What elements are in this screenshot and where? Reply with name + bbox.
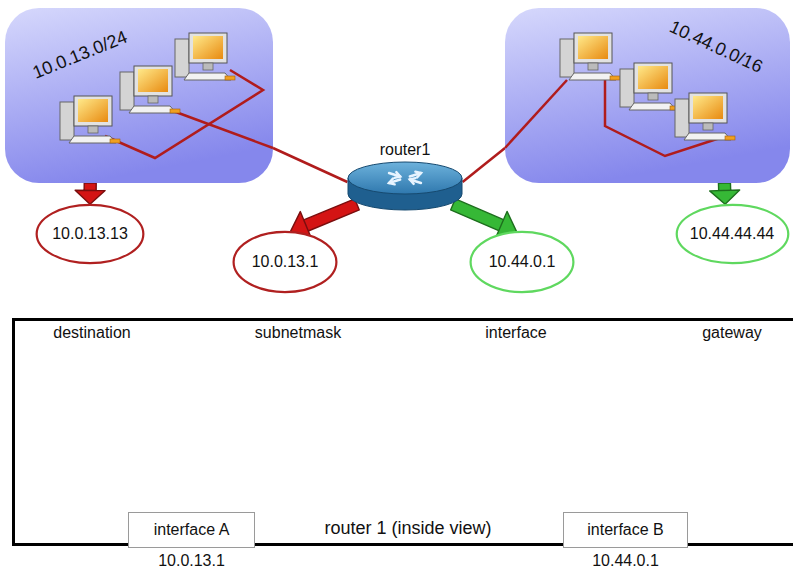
interface-name: interface A xyxy=(154,521,230,539)
computer-icon xyxy=(60,96,120,143)
ip-address: 10.0.13.1 xyxy=(158,552,225,570)
routing-table-box: router 1 (inside view) interface A10.0.13… xyxy=(12,318,793,546)
column-header: gateway xyxy=(702,324,762,342)
router-top xyxy=(348,162,462,194)
ip-address: 10.0.13.1 xyxy=(252,253,319,271)
ip-address-circle: 10.44.44.44 xyxy=(675,203,790,265)
ip-address: 10.44.44.44 xyxy=(690,225,775,243)
cloud-shape xyxy=(505,8,790,183)
network-area xyxy=(5,8,273,183)
ip-address: 10.44.0.1 xyxy=(592,552,659,570)
interface-name: interface B xyxy=(587,521,663,539)
block-arrow xyxy=(710,183,740,204)
computer-icon xyxy=(560,33,620,80)
computer-icon xyxy=(675,93,735,140)
router: router1 xyxy=(345,140,465,210)
column-header: interface xyxy=(485,324,546,342)
ip-address-circle: 10.0.13.13 xyxy=(35,203,145,265)
network-area xyxy=(505,8,790,183)
circle-outline xyxy=(37,205,144,263)
circle-outline xyxy=(676,205,788,263)
cloud-shape xyxy=(5,8,273,183)
network-cloud: 10.44.0.0/16 xyxy=(505,8,790,183)
panel-title: router 1 (inside view) xyxy=(324,518,491,539)
column-header: destination xyxy=(53,324,130,342)
ip-address: 10.0.13.13 xyxy=(52,225,128,243)
computer-icon xyxy=(120,66,180,113)
column-header: subnetmask xyxy=(255,324,341,342)
ip-address: 10.44.0.1 xyxy=(489,253,556,271)
circle-outline xyxy=(234,232,337,292)
ip-address-circle: 10.0.13.1 xyxy=(232,230,338,294)
circle-outline xyxy=(471,232,574,292)
interface-box: interface B10.44.0.1 xyxy=(563,512,688,548)
network-wire xyxy=(273,148,347,182)
block-arrow xyxy=(75,183,105,204)
network-wire xyxy=(505,80,567,148)
computer-icon xyxy=(175,33,235,80)
network-wire xyxy=(165,108,273,148)
computer-icon xyxy=(620,63,680,110)
router-name: router1 xyxy=(380,141,431,159)
ip-address-circle: 10.44.0.1 xyxy=(469,230,575,294)
interface-box: interface A10.0.13.1 xyxy=(128,512,255,548)
network-cloud: 10.0.13.0/24 xyxy=(5,8,273,183)
network-wire xyxy=(463,148,505,182)
